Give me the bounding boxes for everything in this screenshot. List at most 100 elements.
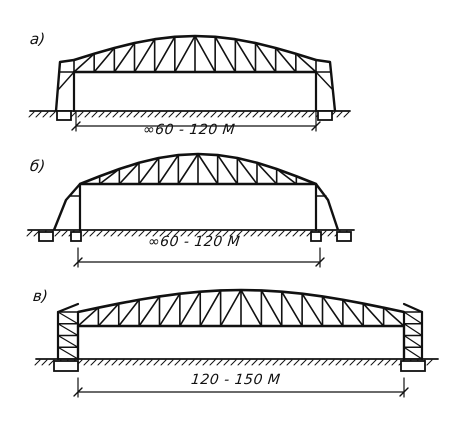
ground-hatch [146, 359, 153, 366]
dimension-tick [399, 387, 409, 397]
ground-hatch [286, 359, 293, 366]
ground-hatch [97, 359, 104, 366]
end-tower-right-brace [403, 311, 423, 325]
truss-diagonal [260, 289, 283, 327]
ground-hatch [173, 230, 180, 237]
ground-hatch [54, 230, 61, 237]
ground-hatch [321, 359, 328, 366]
truss-diagonal [117, 298, 140, 327]
ground-hatch [111, 359, 118, 366]
ground-hatch [258, 359, 265, 366]
truss-diagonal [177, 153, 199, 185]
end-tower-left-brace [57, 334, 79, 348]
ground-hatch [215, 230, 222, 237]
foundation-block [38, 231, 54, 242]
truss-diagonal [153, 36, 176, 73]
panel-c [34, 288, 439, 398]
ground-hatch [41, 359, 48, 366]
ground-hatch [26, 230, 33, 237]
truss-diagonal [256, 161, 278, 185]
ground-hatch [161, 111, 168, 118]
foundation-block [56, 110, 72, 121]
truss-diagonal [214, 36, 237, 73]
truss-diagonal [295, 52, 317, 73]
end-tower-right-brace [403, 334, 423, 348]
ground-hatch [174, 359, 181, 366]
ground-hatch [336, 111, 343, 118]
ground-hatch [301, 111, 308, 118]
truss-diagonal [240, 289, 263, 327]
truss-diagonal [382, 306, 405, 327]
end-tower-cap [56, 302, 80, 314]
ground-hatch [28, 111, 35, 118]
ground-hatch [167, 359, 174, 366]
ground-hatch [222, 230, 229, 237]
ground-hatch [216, 359, 223, 366]
panel-b-span-label: ∞60 - 120 М [147, 234, 242, 250]
panel-a-label: а) [29, 30, 46, 48]
ground-hatch [42, 111, 49, 118]
truss-diagonal [97, 302, 120, 327]
truss-diagonal [133, 38, 156, 73]
ground-hatch [98, 111, 105, 118]
panel-c-label: в) [32, 287, 49, 305]
ground-hatch [61, 230, 68, 237]
ground-hatch [300, 359, 307, 366]
ground-hatch [195, 359, 202, 366]
ground-hatch [266, 111, 273, 118]
ground-hatch [259, 111, 266, 118]
ground-hatch [210, 111, 217, 118]
dimension-tick [73, 387, 83, 397]
ground-hatch [91, 111, 98, 118]
ground-hatch [335, 359, 342, 366]
truss-diagonal [113, 42, 136, 73]
panel-b-label: б) [29, 157, 47, 175]
end-tower-left-brace [57, 311, 79, 325]
ground-hatch [237, 359, 244, 366]
ground-hatch [280, 111, 287, 118]
ground-hatch [140, 111, 147, 118]
ground-hatch [308, 111, 315, 118]
truss-diagonal [199, 289, 222, 327]
panel-a-span-label: ∞60 - 120 М [142, 122, 237, 138]
ground-hatch [265, 359, 272, 366]
truss-diagonal [157, 154, 180, 185]
ground-hatch [209, 359, 216, 366]
truss-diagonal [138, 295, 161, 327]
ground-hatch [77, 111, 84, 118]
truss-diagonal [216, 154, 239, 185]
ground-hatch [84, 111, 91, 118]
ground-hatch [243, 230, 250, 237]
ground-hatch [96, 230, 103, 237]
ground-hatch [180, 230, 187, 237]
ground-hatch [110, 230, 117, 237]
foundation-block [317, 110, 333, 121]
ground-hatch [272, 359, 279, 366]
ground-hatch [229, 230, 236, 237]
ground-hatch [343, 111, 350, 118]
ground-hatch [230, 359, 237, 366]
ground-hatch [349, 359, 356, 366]
foundation-block [400, 360, 426, 372]
ground-hatch [118, 359, 125, 366]
ground-hatch [139, 359, 146, 366]
ground-hatch [124, 230, 131, 237]
truss-diagonal [295, 175, 317, 185]
ground-hatch [168, 111, 175, 118]
truss-diagonal [301, 292, 324, 327]
truss-diagonal [321, 295, 344, 327]
ground-hatch [236, 230, 243, 237]
truss-diagonal [342, 298, 365, 327]
end-tower-left-brace [57, 346, 79, 360]
panel-a [28, 34, 351, 132]
ground-hatch [166, 230, 173, 237]
ground-hatch [181, 359, 188, 366]
truss-diagonal [174, 35, 196, 73]
foundation-block [53, 360, 79, 372]
truss-diagonal [254, 42, 277, 73]
truss-diagonal [138, 157, 160, 185]
truss-diagonal [234, 38, 257, 73]
ground-hatch [105, 111, 112, 118]
ground-hatch [294, 111, 301, 118]
